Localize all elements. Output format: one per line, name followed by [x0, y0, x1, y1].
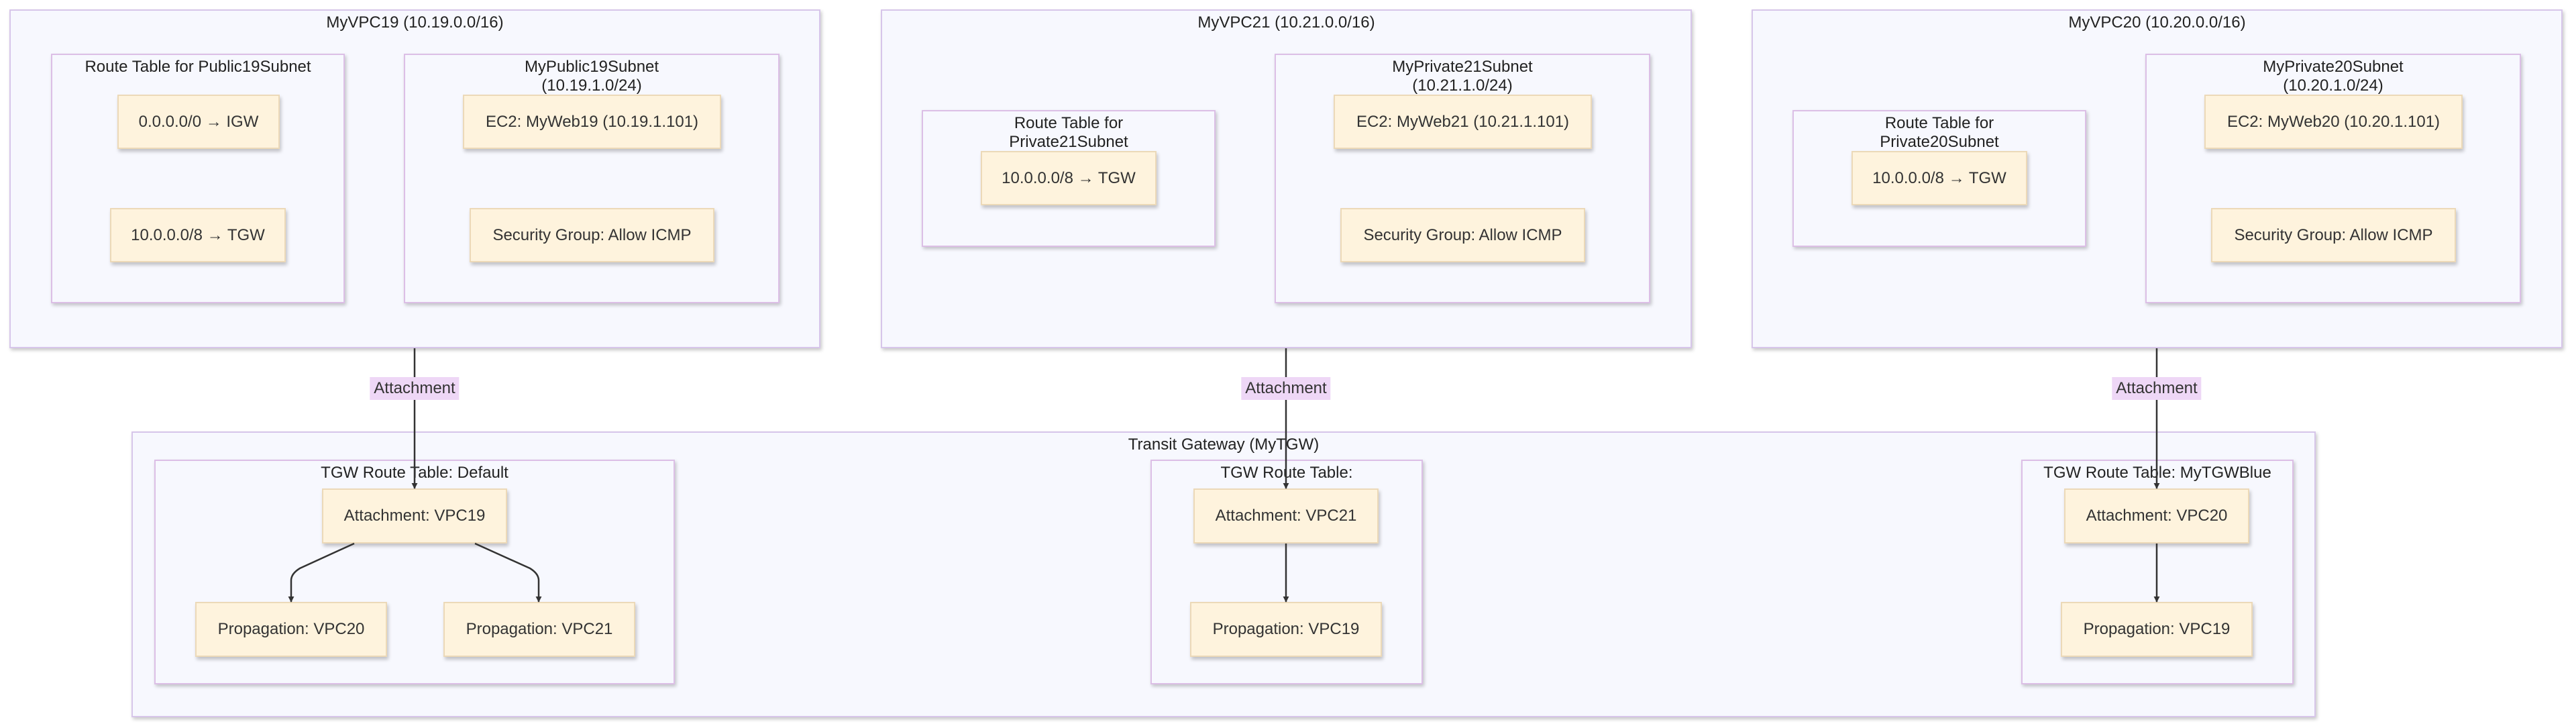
tgw-attachment-vpc21-node[interactable]: Attachment: VPC21 — [1193, 488, 1379, 543]
vpc20-route-table-title: Route Table for Private20Subnet — [1880, 114, 1999, 151]
vpc21-security-group-node[interactable]: Security Group: Allow ICMP — [1340, 208, 1585, 262]
vpc19-subnet-title: MyPublic19Subnet (10.19.1.0/24) — [524, 58, 659, 95]
tgw-route-table-default-title: TGW Route Table: Default — [321, 464, 508, 482]
vpc20-security-group-node[interactable]: Security Group: Allow ICMP — [2211, 208, 2456, 262]
vpc19-route-table-title: Route Table for Public19Subnet — [85, 58, 311, 76]
vpc20-route-tgw[interactable]: 10.0.0.0/8 → TGW — [1851, 151, 2027, 205]
vpc19-ec2-node[interactable]: EC2: MyWeb19 (10.19.1.101) — [463, 95, 721, 149]
vpc20-subnet-title: MyPrivate20Subnet (10.20.1.0/24) — [2263, 58, 2404, 95]
vpc20-subnet-cluster: MyPrivate20Subnet (10.20.1.0/24) — [2145, 54, 2521, 303]
edge-label-vpc20-attachment: Attachment — [2112, 377, 2202, 400]
tgw-propagation-vpc19-middle-node[interactable]: Propagation: VPC19 — [1190, 602, 1382, 657]
vpc21-route-table-cluster: Route Table for Private21Subnet — [922, 110, 1216, 247]
vpc20-title: MyVPC20 (10.20.0.0/16) — [2068, 13, 2246, 32]
vpc19-route-tgw[interactable]: 10.0.0.0/8 → TGW — [110, 208, 286, 262]
tgw-attachment-vpc20-node[interactable]: Attachment: VPC20 — [2064, 488, 2249, 543]
vpc19-subnet-cluster: MyPublic19Subnet (10.19.1.0/24) — [404, 54, 780, 303]
vpc19-route-table-cluster: Route Table for Public19Subnet — [51, 54, 345, 303]
tgw-route-table-middle-title: TGW Route Table: — [1220, 464, 1353, 482]
edge-label-vpc19-attachment: Attachment — [370, 377, 460, 400]
vpc21-subnet-title: MyPrivate21Subnet (10.21.1.0/24) — [1392, 58, 1533, 95]
tgw-propagation-vpc21-node[interactable]: Propagation: VPC21 — [443, 602, 635, 657]
vpc19-route-igw[interactable]: 0.0.0.0/0 → IGW — [117, 95, 280, 149]
vpc20-ec2-node[interactable]: EC2: MyWeb20 (10.20.1.101) — [2204, 95, 2463, 149]
vpc21-ec2-node[interactable]: EC2: MyWeb21 (10.21.1.101) — [1334, 95, 1592, 149]
tgw-propagation-vpc19-blue-node[interactable]: Propagation: VPC19 — [2061, 602, 2253, 657]
vpc19-security-group-node[interactable]: Security Group: Allow ICMP — [470, 208, 714, 262]
edge-label-vpc21-attachment: Attachment — [1241, 377, 1331, 400]
tgw-title: Transit Gateway (MyTGW) — [1128, 435, 1320, 454]
vpc21-route-tgw[interactable]: 10.0.0.0/8 → TGW — [981, 151, 1157, 205]
vpc21-subnet-cluster: MyPrivate21Subnet (10.21.1.0/24) — [1275, 54, 1650, 303]
vpc21-route-table-title: Route Table for Private21Subnet — [1009, 114, 1128, 151]
vpc19-title: MyVPC19 (10.19.0.0/16) — [326, 13, 504, 32]
tgw-propagation-vpc20-node[interactable]: Propagation: VPC20 — [195, 602, 387, 657]
vpc20-route-table-cluster: Route Table for Private20Subnet — [1792, 110, 2086, 247]
tgw-route-table-blue-title: TGW Route Table: MyTGWBlue — [2043, 464, 2271, 482]
tgw-attachment-vpc19-node[interactable]: Attachment: VPC19 — [322, 488, 507, 543]
vpc21-title: MyVPC21 (10.21.0.0/16) — [1197, 13, 1375, 32]
